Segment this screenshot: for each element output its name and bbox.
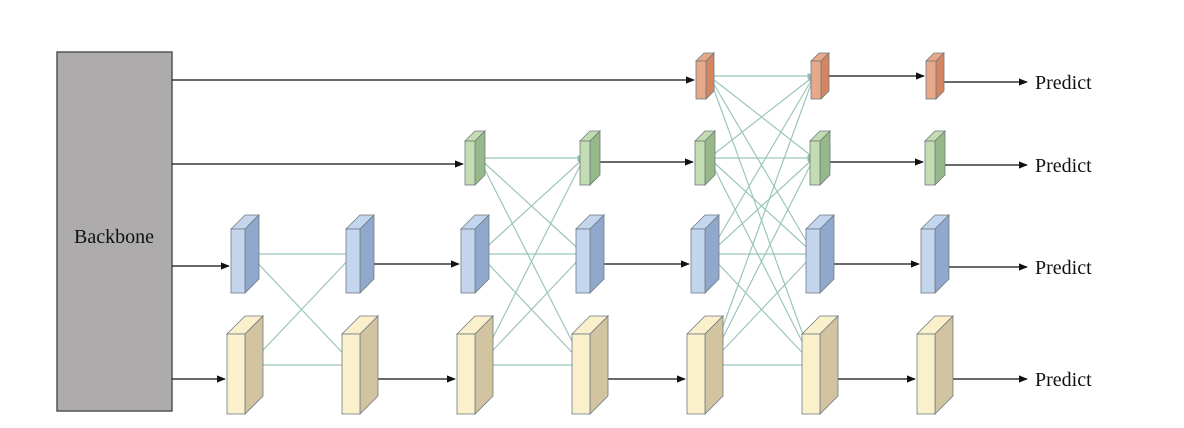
- feature-block-level-4: [456, 315, 494, 415]
- feature-block-level-4: [571, 315, 609, 415]
- feature-block-level-4: [916, 315, 954, 415]
- feature-block-level-3: [460, 214, 490, 294]
- feature-block-level-3: [345, 214, 375, 294]
- predict-label-1: Predict: [1035, 72, 1092, 94]
- fusion-connection: [708, 75, 815, 255]
- fusion-connection: [708, 75, 815, 159]
- fusion-connection: [708, 253, 815, 366]
- feature-block-level-2: [694, 130, 716, 186]
- feature-blocks: [226, 52, 954, 415]
- feature-block-level-4: [341, 315, 379, 415]
- feature-block-level-2: [924, 130, 946, 186]
- fusion-connection: [248, 253, 355, 366]
- backbone-block: Backbone: [56, 51, 173, 412]
- feature-block-level-2: [809, 130, 831, 186]
- fusion-connection: [478, 253, 585, 366]
- feature-block-level-3: [920, 214, 950, 294]
- feature-block-level-1: [925, 52, 945, 100]
- fusion-connection: [708, 157, 815, 255]
- backbone-label: Backbone: [74, 226, 154, 248]
- predict-label-2: Predict: [1035, 155, 1092, 177]
- feature-block-level-1: [810, 52, 830, 100]
- feature-block-level-4: [226, 315, 264, 415]
- feature-block-level-1: [695, 52, 715, 100]
- fusion-connections: [248, 73, 815, 368]
- feature-block-level-2: [464, 130, 486, 186]
- fusion-connection: [708, 157, 815, 366]
- feature-block-level-3: [575, 214, 605, 294]
- feature-block-level-3: [230, 214, 260, 294]
- fusion-connection: [708, 75, 815, 366]
- fusion-connection: [478, 157, 585, 255]
- predict-label-3: Predict: [1035, 257, 1092, 279]
- predict-label-4: Predict: [1035, 369, 1092, 391]
- flow-arrows: [172, 72, 1028, 383]
- feature-block-level-3: [805, 214, 835, 294]
- feature-block-level-4: [801, 315, 839, 415]
- fusion-connection: [478, 157, 585, 366]
- feature-block-level-2: [579, 130, 601, 186]
- predict-labels: Predict Predict Predict Predict: [1035, 72, 1092, 391]
- feature-block-level-4: [686, 315, 724, 415]
- feature-block-level-3: [690, 214, 720, 294]
